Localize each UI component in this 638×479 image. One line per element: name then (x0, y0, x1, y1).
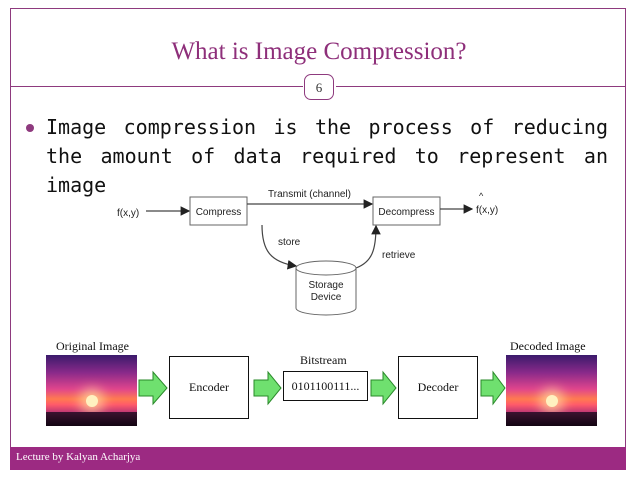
page-number: 6 (304, 74, 334, 100)
store-label: store (278, 237, 301, 248)
storage-device-icon (295, 260, 357, 316)
decompress-box (372, 196, 441, 226)
arrow-to-bitstream-icon (253, 370, 282, 406)
output-label: f(x,y) (476, 205, 498, 216)
bitstream-caption: Bitstream (300, 353, 347, 367)
storage-label-line2: Device (311, 292, 342, 303)
decoder-label: Decoder (417, 380, 459, 394)
input-label: f(x,y) (117, 208, 139, 219)
encoder-box: Encoder (169, 356, 249, 419)
encoder-label: Encoder (189, 380, 229, 394)
footer-bar: Lecture by Kalyan Acharjya (10, 447, 626, 470)
output-hat: ^ (479, 191, 484, 201)
storage-label-line1: Storage (308, 280, 343, 291)
original-image (46, 355, 137, 426)
retrieve-label: retrieve (382, 250, 416, 261)
title-rule-left (10, 86, 303, 87)
original-image-caption: Original Image (56, 339, 129, 353)
arrow-to-decoder-icon (370, 370, 397, 406)
bitstream-box: 0101100111... (283, 371, 368, 401)
store-arrow (261, 224, 298, 270)
bullet-text: Image compression is the process of redu… (46, 115, 608, 197)
arrow-to-decoded-icon (480, 370, 506, 406)
decoded-image-caption: Decoded Image (510, 339, 586, 353)
decompress-label: Decompress (378, 207, 434, 218)
retrieve-arrow (355, 224, 381, 269)
title-rule-right (336, 86, 626, 87)
footer-text: Lecture by Kalyan Acharjya (16, 451, 141, 463)
decoded-image (506, 355, 597, 426)
compress-label: Compress (196, 207, 242, 218)
slide-title: What is Image Compression? (171, 38, 467, 65)
compress-box (189, 196, 248, 226)
bullet-icon (26, 124, 34, 132)
bitstream-value: 0101100111... (291, 379, 360, 393)
decoder-box: Decoder (398, 356, 478, 419)
arrow-to-encoder-icon (138, 370, 168, 406)
channel-label: Transmit (channel) (268, 189, 351, 200)
